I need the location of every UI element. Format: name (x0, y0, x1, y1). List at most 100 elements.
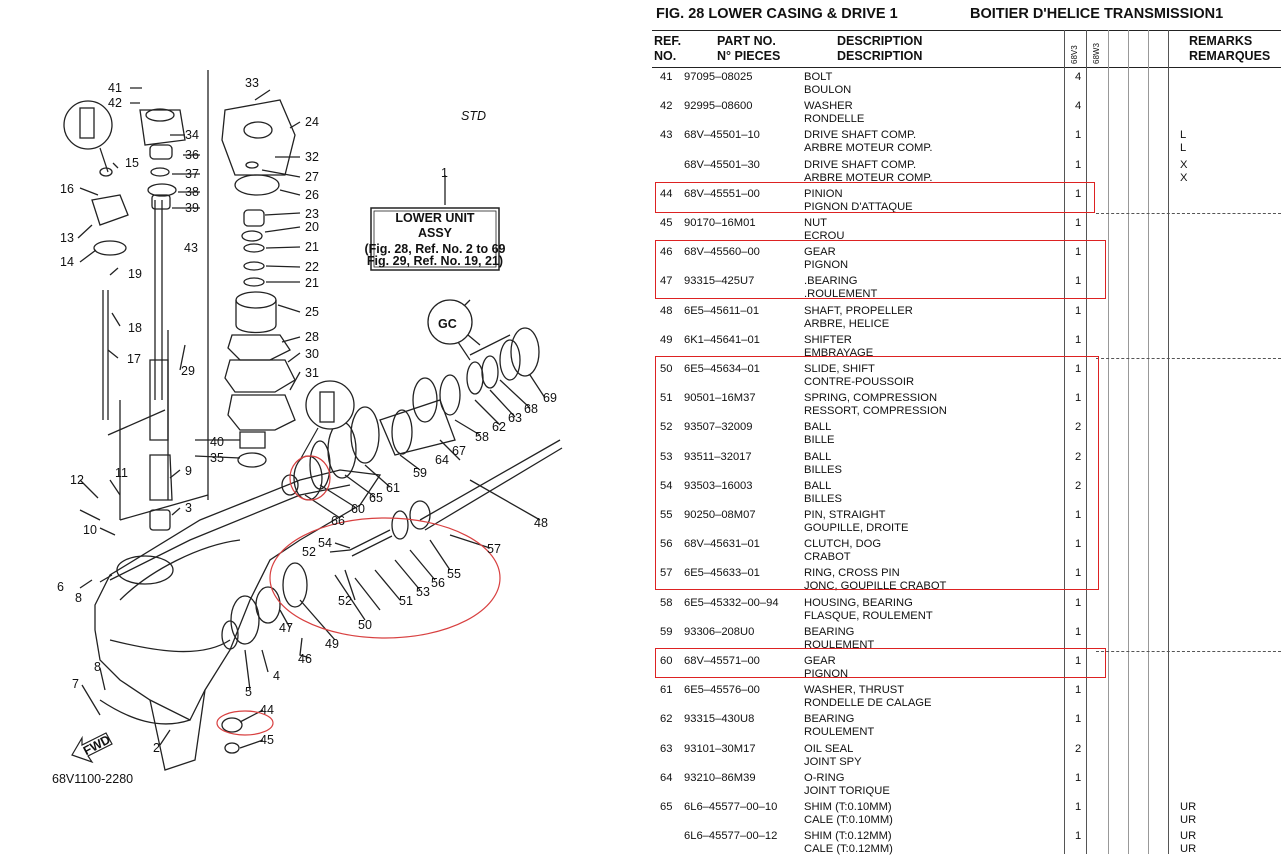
callout-68: 68 (524, 402, 538, 416)
highlight-ellipses (216, 455, 501, 736)
group-separator-1 (1096, 213, 1281, 214)
header-model-68v3: 68V3 (1070, 45, 1079, 64)
description-en-cell: SPRING, COMPRESSION (804, 392, 938, 405)
description-fr-cell: ARBRE MOTEUR COMP. (804, 142, 933, 155)
description-fr-cell: JOINT TORIQUE (804, 784, 890, 797)
part-number-cell: 90250–08M07 (684, 509, 756, 521)
header-remarks-1: REMARKS (1189, 34, 1253, 48)
ref-cell: 61 (660, 684, 673, 697)
description-en-cell: SLIDE, SHIFT (804, 363, 875, 375)
quantity-cell: 1 (1075, 567, 1082, 580)
col-divider-2 (1086, 30, 1087, 854)
std-label: STD (461, 109, 486, 123)
description-fr-cell: ARBRE MOTEUR COMP. (804, 171, 933, 184)
quantity-cell: 1 (1075, 304, 1082, 317)
callout-26: 26 (305, 188, 319, 202)
inset-detail-gc: GC (427, 299, 473, 361)
callout-37: 37 (185, 167, 199, 181)
ref-cell: 51 (660, 392, 673, 405)
ref-cell: 52 (660, 421, 673, 434)
callout-13: 13 (60, 231, 74, 245)
ref-cell: 58 (660, 596, 673, 609)
description-en-cell: SHIM (T:0.12MM) (804, 830, 892, 843)
callout-47: 47 (279, 621, 293, 635)
callout-51: 51 (399, 594, 413, 608)
ref-cell: 55 (660, 509, 673, 521)
callout-14: 14 (60, 255, 74, 269)
description-en-cell: NUT (804, 217, 827, 229)
highlight-box-pinion (655, 182, 1095, 213)
part-number-cell: 90501–16M37 (684, 392, 756, 405)
part-number-cell: 93101–30M17 (684, 742, 756, 755)
callout-10: 10 (83, 523, 97, 537)
callout-65: 65 (369, 491, 383, 505)
part-number-cell: 6E5–45332–00–94 (684, 596, 779, 609)
lower-unit-line4: Fig. 29, Ref. No. 19, 21) (367, 254, 503, 268)
quantity-cell: 1 (1075, 713, 1082, 726)
callout-62: 62 (492, 420, 506, 434)
quantity-cell: 1 (1075, 217, 1082, 229)
quantity-cell: 1 (1075, 363, 1082, 375)
group-separator-2 (1096, 358, 1281, 359)
description-en-cell: PINION (804, 187, 843, 200)
quantity-cell: 1 (1075, 246, 1082, 259)
ref-cell: 48 (660, 304, 673, 317)
callout-64: 64 (435, 453, 449, 467)
highlight-box-forward-gear (655, 648, 1106, 678)
callout-56: 56 (431, 576, 445, 590)
lower-unit-line2: ASSY (418, 226, 453, 240)
description-en-cell: WASHER (804, 100, 853, 113)
callout-8-lower: 8 (94, 660, 101, 674)
description-en-cell: BALL (804, 450, 832, 463)
callout-44: 44 (260, 703, 274, 717)
part-number-cell: 68V–45551–00 (684, 187, 760, 200)
callout-60: 60 (351, 502, 365, 516)
diagram-canvas: GC LOWER UNIT ASSY (Fig. 28, Ref. No. 2 … (52, 70, 563, 786)
ref-cell: 50 (660, 363, 673, 375)
part-number-cell: 6E5–45576–00 (684, 684, 760, 697)
ref-cell: 43 (660, 129, 673, 142)
header-part-2: N° PIECES (717, 49, 781, 63)
highlight-ellipse-clutch (269, 517, 501, 639)
callout-9: 9 (185, 464, 192, 478)
ref-cell: 44 (660, 187, 673, 200)
quantity-cell: 1 (1075, 129, 1082, 142)
remark-fr-cell: UR (1180, 843, 1197, 856)
col-divider-6 (1168, 30, 1169, 854)
callout-42: 42 (108, 96, 122, 110)
part-number-cell: 90170–16M01 (684, 217, 756, 229)
part-number-cell: 93507–32009 (684, 421, 753, 434)
callout-15: 15 (125, 156, 139, 170)
callout-17: 17 (127, 352, 141, 366)
callout-69: 69 (543, 391, 557, 405)
remark-fr-cell: X (1180, 171, 1188, 184)
lower-unit-line3: (Fig. 28, Ref. No. 2 to 69 (365, 242, 506, 256)
description-fr-cell: RONDELLE DE CALAGE (804, 697, 932, 710)
callout-45: 45 (260, 733, 274, 747)
callout-18: 18 (128, 321, 142, 335)
quantity-cell: 1 (1075, 830, 1082, 843)
callout-11: 11 (115, 466, 128, 480)
description-fr-cell: PIGNON (804, 259, 849, 272)
description-en-cell: BEARING (804, 713, 855, 726)
callout-39: 39 (185, 201, 199, 215)
callout-21-lower: 21 (305, 276, 319, 290)
callout-3: 3 (185, 501, 192, 515)
callout-29: 29 (181, 364, 195, 378)
description-en-cell: SHIM (T:0.10MM) (804, 801, 892, 813)
callout-2: 2 (153, 741, 160, 755)
quantity-cell: 1 (1075, 158, 1082, 171)
part-number-cell: 6E5–45634–01 (684, 363, 760, 375)
description-fr-cell: BILLE (804, 434, 835, 447)
part-number-cell: 6K1–45641–01 (684, 333, 760, 346)
